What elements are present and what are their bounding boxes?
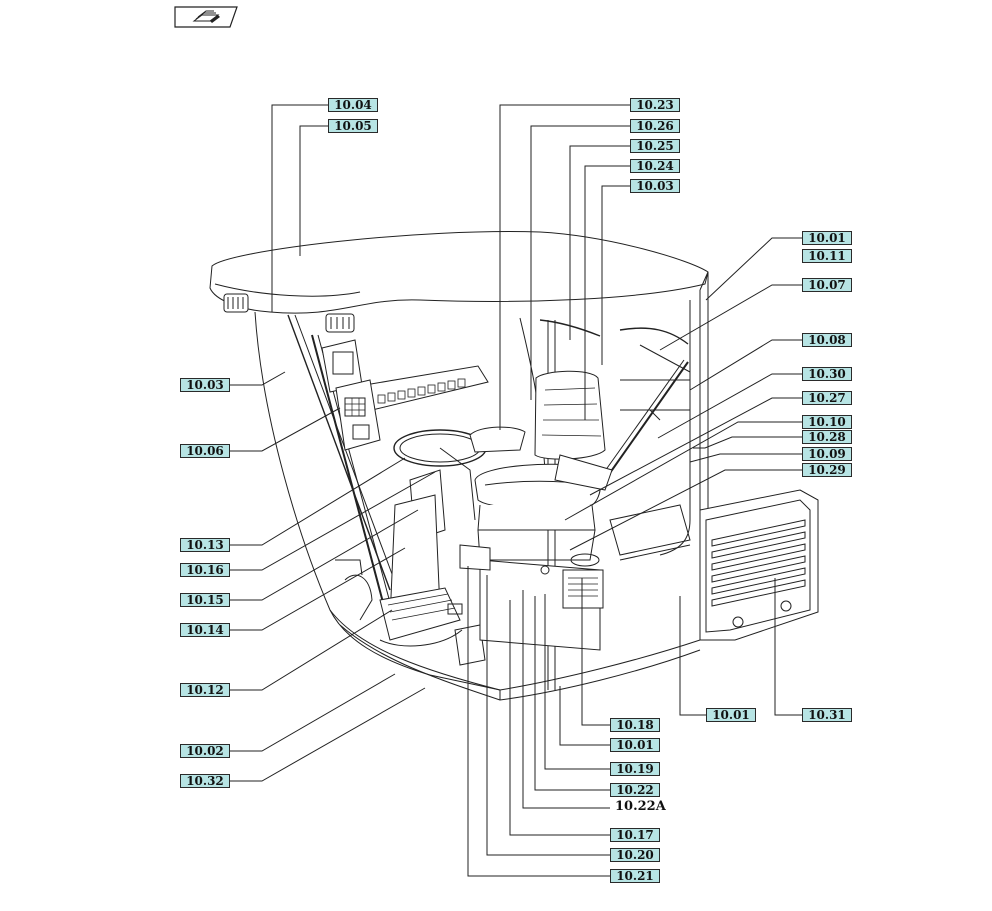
callout-10-12: 10.12	[180, 683, 230, 697]
callout-10-04: 10.04	[328, 98, 378, 112]
callout-10-18: 10.18	[610, 718, 660, 732]
callout-10-31: 10.31	[802, 708, 852, 722]
callout-10-30: 10.30	[802, 367, 852, 381]
callout-10-20: 10.20	[610, 848, 660, 862]
callout-10-24: 10.24	[630, 159, 680, 173]
callout-10-01-right: 10.01	[706, 708, 756, 722]
callout-10-22: 10.22	[610, 783, 660, 797]
callout-10-03-top: 10.03	[630, 179, 680, 193]
callout-10-23: 10.23	[630, 98, 680, 112]
callout-10-01-bottom: 10.01	[610, 738, 660, 752]
callout-10-02: 10.02	[180, 744, 230, 758]
callout-10-22a: 10.22A	[615, 799, 666, 814]
callout-10-25: 10.25	[630, 139, 680, 153]
callout-10-15: 10.15	[180, 593, 230, 607]
book-icon	[174, 6, 238, 28]
callout-10-09: 10.09	[802, 447, 852, 461]
callout-10-11: 10.11	[802, 249, 852, 263]
callout-10-10: 10.10	[802, 415, 852, 429]
callout-10-14: 10.14	[180, 623, 230, 637]
callout-10-29: 10.29	[802, 463, 852, 477]
callout-10-16: 10.16	[180, 563, 230, 577]
callout-10-26: 10.26	[630, 119, 680, 133]
callout-10-08: 10.08	[802, 333, 852, 347]
callout-10-28: 10.28	[802, 430, 852, 444]
callout-10-17: 10.17	[610, 828, 660, 842]
callout-10-05: 10.05	[328, 119, 378, 133]
callout-10-19: 10.19	[610, 762, 660, 776]
callout-10-32: 10.32	[180, 774, 230, 788]
callout-10-27: 10.27	[802, 391, 852, 405]
callout-10-06: 10.06	[180, 444, 230, 458]
callout-10-21: 10.21	[610, 869, 660, 883]
callout-10-01-top: 10.01	[802, 231, 852, 245]
callout-10-13: 10.13	[180, 538, 230, 552]
callout-10-03-left: 10.03	[180, 378, 230, 392]
callout-10-07: 10.07	[802, 278, 852, 292]
